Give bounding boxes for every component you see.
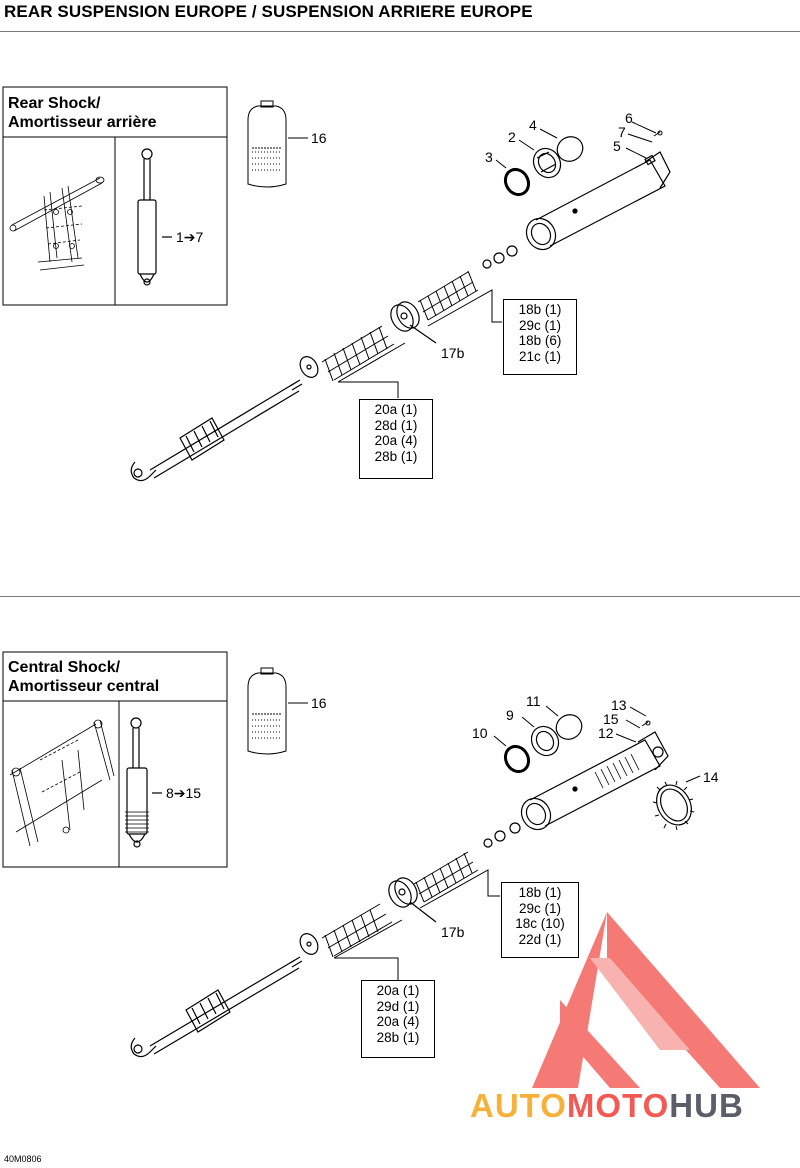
central-frame-thumbnail: [9, 719, 115, 847]
inset-title-line-2: Amortisseur arrière: [8, 114, 157, 131]
part-label-5: 5: [613, 138, 621, 154]
kit-brackets-1: [337, 289, 502, 398]
part-label-17b: 17b: [441, 924, 465, 940]
inset-title-line-1: Central Shock/: [8, 659, 121, 676]
valve-shims-upper: [482, 245, 518, 269]
rear-shock-inset-title: Rear Shock/ Amortisseur arrière: [8, 94, 157, 132]
part-label-4: 4: [529, 117, 537, 133]
kit-item: 20a (4): [376, 1014, 420, 1029]
part-label-13: 13: [611, 697, 627, 713]
drawing-code: 40M0806: [4, 1154, 42, 1164]
title-rule: [0, 31, 800, 32]
inset-title-line-1: Rear Shock/: [8, 95, 101, 112]
screw-13: [641, 720, 651, 727]
watermark-hub: HUB: [669, 1087, 744, 1124]
section-divider: [0, 596, 800, 597]
washer-lower: [299, 356, 319, 378]
part-label-16: 16: [311, 695, 327, 711]
kit-box-upper: 18b (1) 29c (1) 18b (6) 21c (1): [503, 299, 577, 375]
o-ring-10: [503, 744, 531, 774]
oil-bottle-icon-2: [247, 667, 308, 755]
kit-item: 29c (1): [518, 900, 562, 916]
valve-shims-upper-2: [483, 822, 521, 848]
kit-item: 29c (1): [518, 317, 562, 333]
kit-item: 28b (1): [376, 1029, 420, 1045]
part-label-3: 3: [485, 149, 493, 165]
spring-adjuster-ring-14: [652, 780, 695, 831]
spring-stack-lower: [321, 325, 395, 382]
kit-item: 28b (1): [374, 448, 418, 464]
kit-item: 20a (1): [376, 983, 420, 998]
kit-box-lower: 20a (1) 29d (1) 20a (4) 28b (1): [361, 980, 435, 1058]
rear-shock-thumbnail: [137, 148, 172, 286]
seal-9: [530, 725, 560, 757]
kit-item: 18b (1): [518, 302, 562, 317]
kit-item: 29d (1): [376, 998, 420, 1014]
shock-body-2: [520, 731, 669, 831]
central-shock-inset-title: Central Shock/ Amortisseur central: [8, 658, 159, 696]
inset-title-line-2: Amortisseur central: [8, 678, 160, 695]
rear-frame-thumbnail: [9, 176, 105, 271]
kit-item: 20a (4): [374, 433, 418, 448]
shock-shaft-1: [130, 379, 303, 482]
watermark-logo: [532, 912, 760, 1088]
spring-stack-upper-2: [413, 851, 479, 903]
cap-11: [555, 714, 583, 740]
range-label: 1➔7: [176, 229, 204, 245]
part-label-2: 2: [508, 129, 516, 145]
kit-item: 18b (1): [518, 885, 562, 900]
range-label: 8➔15: [166, 785, 202, 801]
section-rear-shock: [2, 86, 671, 482]
leader-lines-2: [493, 705, 701, 783]
o-ring-3: [503, 167, 531, 197]
shock-body-1: [525, 151, 671, 251]
piston-17b-2: [388, 877, 437, 923]
part-label-16: 16: [311, 130, 327, 146]
piston-17b: [390, 301, 437, 344]
cap-4: [556, 136, 584, 162]
part-label-7: 7: [618, 124, 626, 140]
part-label-11: 11: [526, 693, 541, 709]
part-label-15: 15: [603, 711, 619, 727]
part-label-6: 6: [625, 110, 633, 126]
section-central-shock: [2, 651, 701, 1058]
oil-bottle-icon: [247, 100, 308, 188]
kit-box-upper: 18b (1) 29c (1) 18c (10) 22d (1): [501, 882, 579, 958]
spring-stack-upper: [417, 270, 479, 321]
part-label-9: 9: [506, 707, 514, 723]
watermark-moto: MOTO: [566, 1087, 670, 1124]
kit-brackets-2: [333, 869, 500, 980]
part-label-10: 10: [472, 725, 488, 741]
leader-lines-1: [495, 121, 657, 169]
spring-stack-lower-2: [321, 903, 393, 958]
kit-item: 28d (1): [374, 417, 418, 433]
screw-6: [653, 130, 663, 137]
kit-item: 21c (1): [518, 348, 562, 364]
watermark-text: AUTOMOTOHUB: [470, 1087, 744, 1125]
part-label-12: 12: [598, 725, 614, 741]
page-title: REAR SUSPENSION EUROPE / SUSPENSION ARRI…: [4, 2, 533, 21]
washer-lower-2: [299, 933, 319, 955]
kit-item: 18b (6): [518, 333, 562, 348]
watermark-auto: AUTO: [470, 1087, 567, 1124]
seal-2: [532, 147, 562, 179]
kit-item: 18c (10): [515, 916, 565, 931]
central-shock-thumbnail: [125, 717, 162, 848]
kit-item: 20a (1): [374, 402, 418, 417]
shock-shaft-2: [130, 956, 303, 1058]
part-label-17b: 17b: [441, 345, 465, 361]
kit-item: 22d (1): [518, 931, 562, 947]
part-label-14: 14: [703, 769, 719, 785]
kit-box-lower: 20a (1) 28d (1) 20a (4) 28b (1): [359, 399, 433, 479]
